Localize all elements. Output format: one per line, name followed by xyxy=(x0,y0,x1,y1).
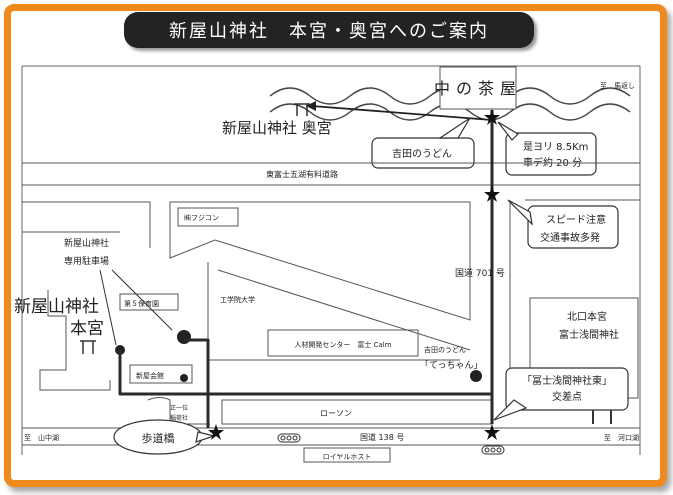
speed-caution-label: スピード注意 xyxy=(546,213,606,226)
hodokyo-label: 歩道橋 xyxy=(142,431,175,445)
higashi-fuji-road-label: 東富士五湖有料道路 xyxy=(266,169,338,179)
yoshida-udon-mid-label: 吉田のうどん xyxy=(424,346,466,354)
star-marker-sengen xyxy=(484,424,500,440)
naka-no-chaya-label: 中の茶屋 xyxy=(434,79,522,98)
fujikon-label: ㈱フジコン xyxy=(184,213,219,222)
araya-kaikan-label: 新屋会館 xyxy=(136,371,164,380)
seiryu-label-2: 稲荷社 xyxy=(170,414,188,422)
sengen-crossing-label-1: 「冨士浅間神社東」 xyxy=(522,374,612,387)
map-title: 新屋山神社 本宮・奥宮へのご案内 xyxy=(124,12,534,48)
hongu-name-label: 新屋山神社 xyxy=(14,297,99,317)
hongu-torii-icon xyxy=(80,340,96,354)
jinzai-center-label: 人材開発センター 富士 Calm xyxy=(294,340,391,349)
parking-marker xyxy=(177,330,191,344)
sengen-crossing-label-2: 交差点 xyxy=(552,390,582,403)
araya-kaikan-marker xyxy=(180,374,188,382)
yoshida-udon-top-label: 吉田のうどん xyxy=(392,148,452,160)
star-marker-okumiya xyxy=(484,109,500,125)
accident-label: 交通事故多発 xyxy=(540,231,600,244)
royal-host-label: ロイヤルホスト xyxy=(323,453,372,461)
label-to-umagaeshi: 至 馬返し xyxy=(600,82,635,90)
to-yamanakako-label: 至 山中湖 xyxy=(24,433,59,442)
tetchan-label: 「てっちゃん」 xyxy=(420,360,482,371)
hongu-sub-label: 本宮 xyxy=(70,319,104,339)
star-marker-hodokyo xyxy=(208,424,224,440)
route138-label: 国道 138 号 xyxy=(360,432,404,442)
hoikuen-label: 第５保育園 xyxy=(124,299,159,308)
okumiya-label: 新屋山神社 奥宮 xyxy=(222,119,332,137)
distance-label: 是ヨリ 8.5Km xyxy=(523,141,588,153)
guide-route xyxy=(118,110,494,428)
lawson-label: ローソン xyxy=(320,409,352,418)
kitaguchi-label-1: 北口本宮 xyxy=(567,310,607,323)
kogakuin-label: 工学院大学 xyxy=(220,295,255,304)
kitaguchi-label-2: 富士浅間神社 xyxy=(559,328,619,341)
to-kawaguchiko-label: 至 河口湖 xyxy=(604,433,639,442)
star-marker-road xyxy=(484,186,500,202)
parking-label-1: 新屋山神社 xyxy=(64,237,109,249)
parking-label-2: 専用駐車場 xyxy=(64,255,109,267)
traffic-signal-icon xyxy=(277,433,505,455)
seiryu-label-1: 正一位 xyxy=(170,404,188,412)
tetchan-marker xyxy=(470,370,482,382)
route701-label: 国道 701 号 xyxy=(455,267,505,279)
